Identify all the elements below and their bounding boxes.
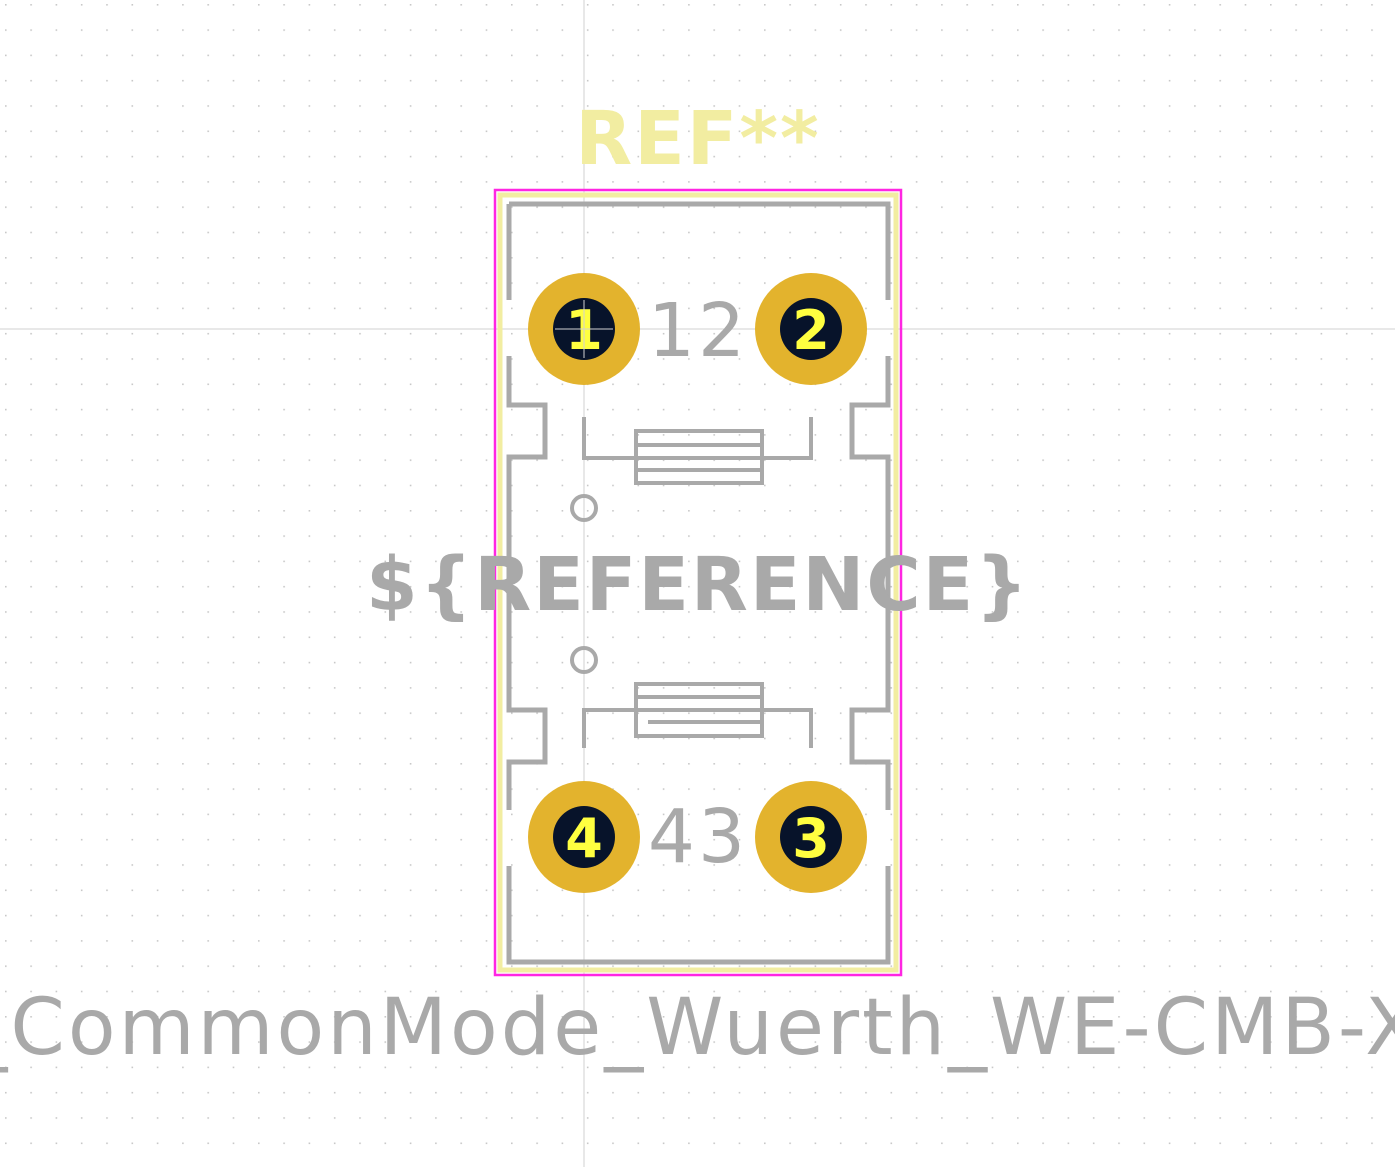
pin-pair-label-bottom: 43	[648, 794, 748, 880]
pad-drill-hole	[553, 806, 615, 868]
pin-pair-label-top: 12	[648, 288, 748, 374]
pad-drill-hole	[780, 806, 842, 868]
fab-body-outline[interactable]	[506, 201, 891, 965]
pad-drill-hole	[780, 298, 842, 360]
pad-number: 3	[792, 807, 830, 870]
upper-winding	[582, 417, 813, 485]
pad-2[interactable]: 2	[755, 273, 867, 385]
pad-number: 2	[792, 299, 830, 362]
pad-3[interactable]: 3	[755, 781, 867, 893]
pad-number: 4	[565, 807, 603, 870]
lower-winding	[582, 682, 813, 748]
pad-4[interactable]: 4	[528, 781, 640, 893]
silkscreen-outline[interactable]	[497, 192, 899, 973]
footprint-value-text[interactable]: L_CommonMode_Wuerth_WE-CMB-XS	[0, 983, 1395, 1073]
courtyard-outline[interactable]	[493, 188, 903, 977]
origin-marker-icon	[555, 300, 613, 358]
fab-reference-text[interactable]: ${REFERENCE}	[366, 542, 1030, 628]
pin4-marker-icon	[570, 646, 598, 674]
pin1-marker-icon	[570, 494, 598, 522]
silkscreen-reference-text[interactable]: REF**	[575, 96, 820, 182]
